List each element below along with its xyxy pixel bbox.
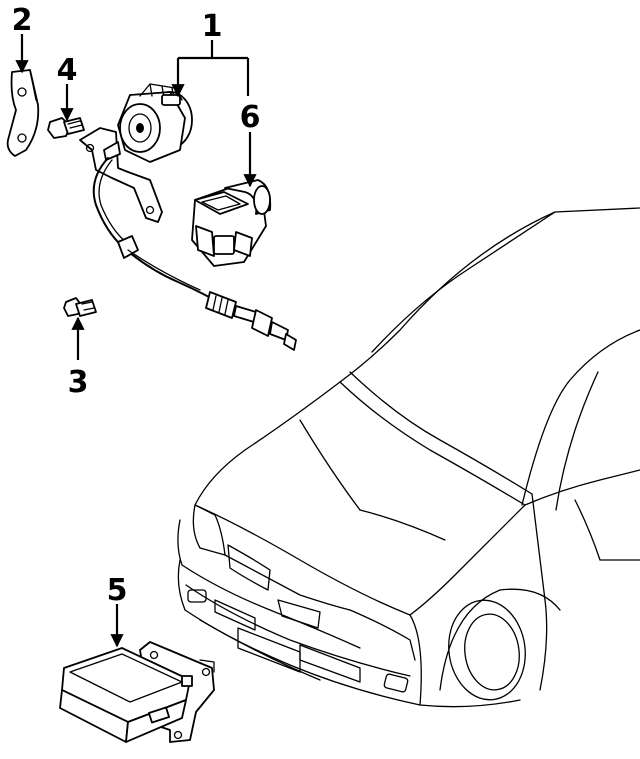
leader-lines: [15, 34, 257, 648]
vehicle-front-illustration: [177, 207, 640, 708]
part-2-bracket: [6, 69, 40, 157]
callout-1: 1: [202, 9, 223, 44]
callout-5: 5: [107, 573, 128, 608]
callout-2: 2: [12, 3, 33, 38]
part-4-bolt: [47, 117, 85, 139]
part-6-motor: [191, 179, 272, 267]
callout-4: 4: [57, 53, 78, 88]
callout-6: 6: [240, 100, 261, 135]
part-1-actuator-assembly: [79, 83, 297, 351]
callout-3: 3: [68, 365, 89, 400]
part-5-control-unit: [59, 641, 215, 743]
part-3-bolt: [63, 297, 97, 317]
